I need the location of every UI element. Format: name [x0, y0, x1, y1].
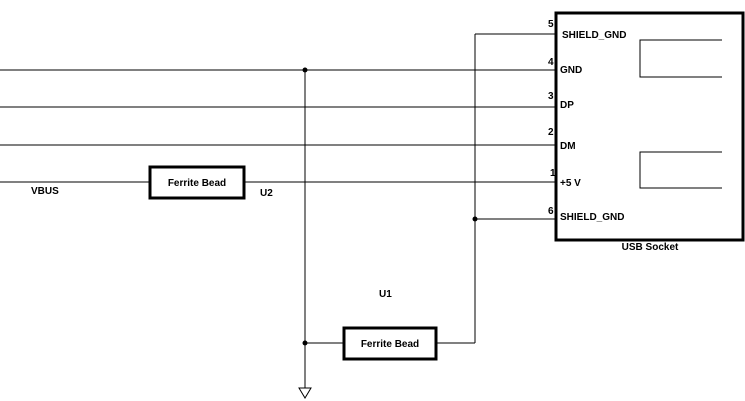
pin-name: +5 V — [560, 178, 581, 189]
ferrite-bead-u2-label: Ferrite Bead — [168, 178, 226, 189]
junction-dot — [472, 216, 478, 222]
pin-name: DP — [560, 100, 574, 111]
pin-name: DM — [560, 141, 576, 152]
junction-dot — [302, 340, 308, 346]
ferrite-bead-u1-label: Ferrite Bead — [361, 339, 419, 350]
pin-number: 6 — [548, 206, 554, 217]
vbus-net-label: VBUS — [31, 186, 59, 197]
pin-name: SHIELD_GND — [562, 30, 626, 41]
pin-name: GND — [560, 65, 582, 76]
ground-symbol-icon — [298, 387, 312, 399]
junction-dot — [302, 67, 308, 73]
pin-number: 4 — [548, 57, 554, 68]
ferrite-bead-u2-ref: U2 — [260, 188, 273, 199]
ferrite-bead-u2 — [148, 165, 246, 200]
usb-port-outline-bottom — [639, 151, 722, 189]
ferrite-bead-u1-ref: U1 — [379, 289, 392, 300]
usb-socket-title: USB Socket — [622, 242, 679, 253]
pin-number: 2 — [548, 127, 554, 138]
pin-number: 3 — [548, 91, 554, 102]
usb-socket-body — [554, 11, 745, 242]
pin-number: 5 — [548, 19, 554, 30]
ferrite-bead-u1 — [342, 326, 438, 361]
pin-number: 1 — [550, 168, 556, 179]
pin-name: SHIELD_GND — [560, 212, 624, 223]
usb-port-outline-top — [639, 39, 722, 78]
